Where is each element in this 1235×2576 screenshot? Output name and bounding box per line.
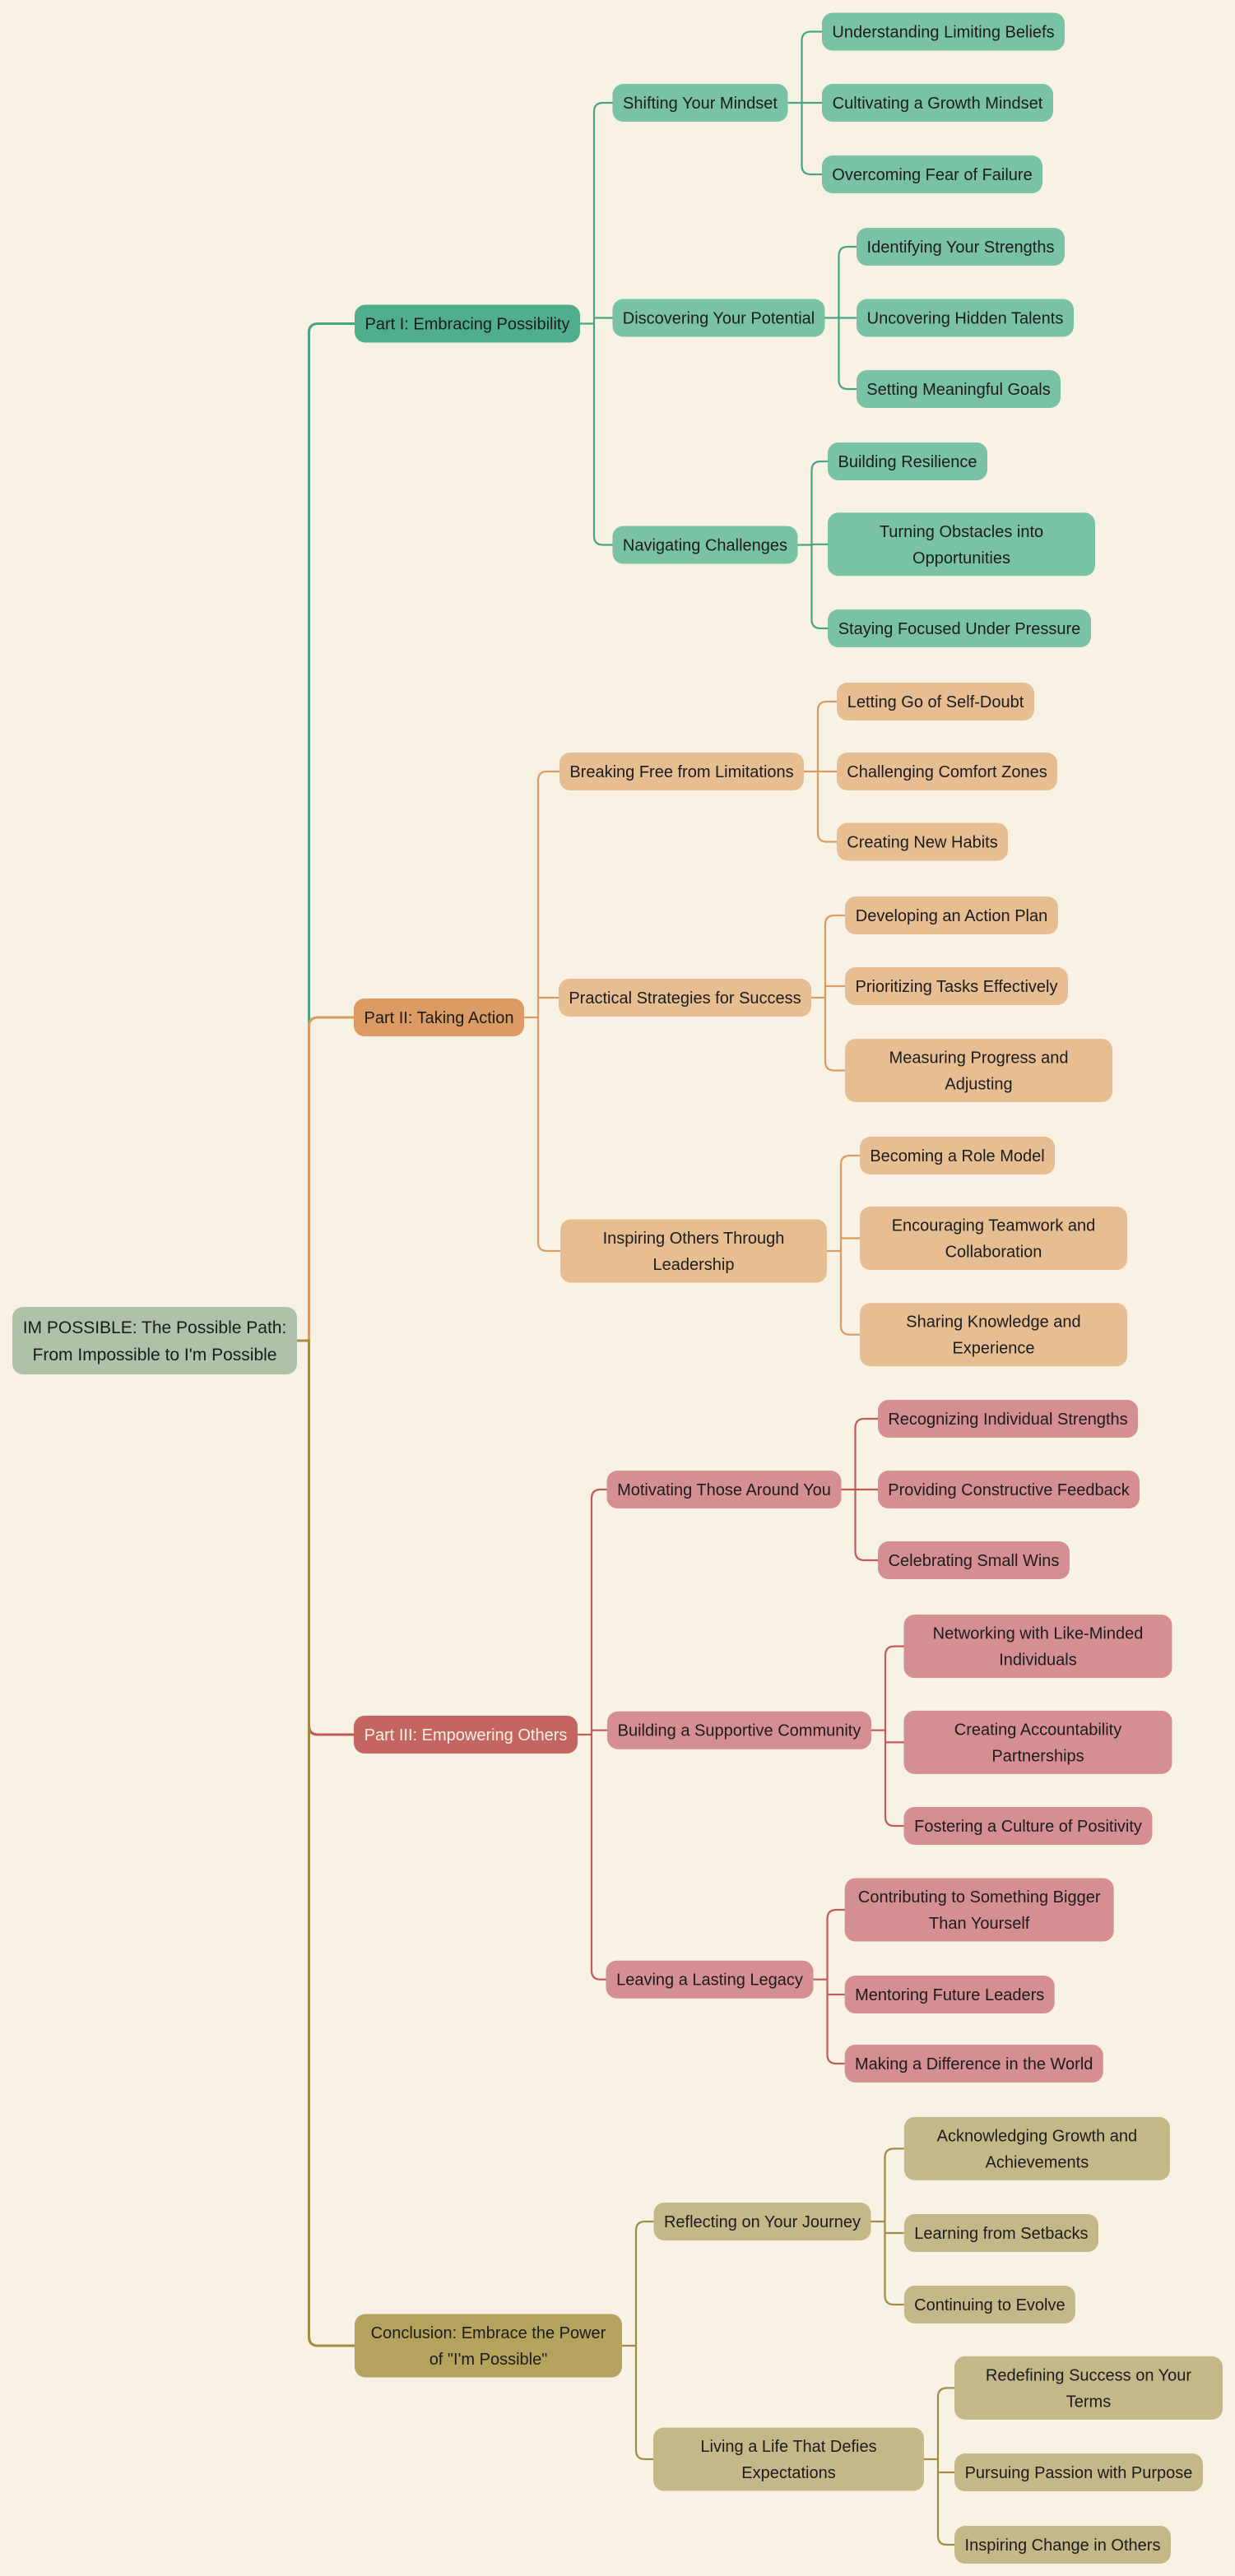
svg-text:Measuring Progress and: Measuring Progress and xyxy=(889,1049,1069,1068)
svg-text:Uncovering Hidden Talents: Uncovering Hidden Talents xyxy=(867,310,1064,328)
svg-text:Letting Go of Self-Doubt: Letting Go of Self-Doubt xyxy=(847,693,1024,711)
svg-text:Expectations: Expectations xyxy=(741,2464,836,2482)
svg-text:Opportunities: Opportunities xyxy=(912,549,1010,568)
svg-text:Celebrating Small Wins: Celebrating Small Wins xyxy=(889,1552,1060,1570)
svg-text:Overcoming Fear of Failure: Overcoming Fear of Failure xyxy=(832,166,1032,184)
svg-text:Part II: Taking Action: Part II: Taking Action xyxy=(364,1009,514,1027)
svg-text:Breaking Free from Limitations: Breaking Free from Limitations xyxy=(569,763,793,781)
svg-text:Sharing Knowledge and: Sharing Knowledge and xyxy=(906,1313,1080,1332)
svg-text:Acknowledging Growth and: Acknowledging Growth and xyxy=(937,2127,1137,2145)
svg-text:Leaving a Lasting Legacy: Leaving a Lasting Legacy xyxy=(616,1971,803,1990)
svg-text:Cultivating a Growth Mindset: Cultivating a Growth Mindset xyxy=(833,95,1043,113)
svg-text:IM POSSIBLE: The Possible Path: IM POSSIBLE: The Possible Path: xyxy=(23,1318,287,1337)
svg-text:Leadership: Leadership xyxy=(653,1256,735,1274)
svg-text:Creating New Habits: Creating New Habits xyxy=(847,834,997,852)
svg-text:Than Yourself: Than Yourself xyxy=(929,1915,1030,1933)
svg-text:Terms: Terms xyxy=(1066,2393,1111,2411)
svg-text:Collaboration: Collaboration xyxy=(945,1244,1042,1262)
svg-text:Pursuing Passion with Purpose: Pursuing Passion with Purpose xyxy=(965,2464,1193,2482)
svg-text:Understanding Limiting Beliefs: Understanding Limiting Beliefs xyxy=(832,24,1054,42)
svg-text:Making a Difference in the Wor: Making a Difference in the World xyxy=(855,2055,1093,2073)
svg-text:Shifting Your Mindset: Shifting Your Mindset xyxy=(623,95,778,113)
svg-text:Mentoring Future Leaders: Mentoring Future Leaders xyxy=(855,1986,1044,2004)
svg-text:Experience: Experience xyxy=(952,1340,1034,1358)
svg-text:Creating Accountability: Creating Accountability xyxy=(954,1721,1121,1739)
svg-text:Providing Constructive Feedbac: Providing Constructive Feedback xyxy=(888,1481,1130,1499)
svg-text:Reflecting on Your Journey: Reflecting on Your Journey xyxy=(664,2213,861,2231)
svg-text:Building a Supportive Communit: Building a Supportive Community xyxy=(618,1722,861,1740)
svg-text:Staying Focused Under Pressure: Staying Focused Under Pressure xyxy=(838,620,1081,638)
svg-text:From Impossible to I'm Possibl: From Impossible to I'm Possible xyxy=(33,1346,277,1364)
svg-text:Contributing to Something Bigg: Contributing to Something Bigger xyxy=(858,1888,1101,1907)
svg-text:Learning from Setbacks: Learning from Setbacks xyxy=(914,2225,1088,2243)
svg-text:Turning Obstacles into: Turning Obstacles into xyxy=(880,523,1043,541)
svg-text:Part I: Embracing Possibility: Part I: Embracing Possibility xyxy=(365,316,570,334)
svg-text:of "I'm Possible": of "I'm Possible" xyxy=(429,2351,548,2369)
svg-text:Challenging Comfort Zones: Challenging Comfort Zones xyxy=(847,763,1047,781)
svg-text:Inspiring Others Through: Inspiring Others Through xyxy=(603,1230,785,1248)
svg-text:Navigating Challenges: Navigating Challenges xyxy=(623,537,787,555)
svg-text:Redefining Success on Your: Redefining Success on Your xyxy=(986,2366,1192,2384)
svg-text:Encouraging Teamwork and: Encouraging Teamwork and xyxy=(892,1217,1096,1235)
svg-text:Identifying Your Strengths: Identifying Your Strengths xyxy=(867,239,1055,257)
svg-text:Adjusting: Adjusting xyxy=(945,1076,1012,1094)
svg-text:Achievements: Achievements xyxy=(986,2153,1089,2171)
svg-text:Prioritizing Tasks Effectively: Prioritizing Tasks Effectively xyxy=(855,978,1057,996)
svg-text:Developing an Action Plan: Developing an Action Plan xyxy=(856,907,1048,925)
svg-text:Inspiring Change in Others: Inspiring Change in Others xyxy=(965,2537,1161,2555)
svg-text:Building Resilience: Building Resilience xyxy=(838,453,977,471)
svg-text:Networking with Like-Minded: Networking with Like-Minded xyxy=(933,1625,1144,1643)
svg-text:Setting Meaningful Goals: Setting Meaningful Goals xyxy=(866,381,1050,399)
svg-text:Recognizing Individual Strengt: Recognizing Individual Strengths xyxy=(888,1411,1127,1429)
svg-text:Individuals: Individuals xyxy=(999,1652,1077,1670)
svg-text:Practical Strategies for Succe: Practical Strategies for Success xyxy=(569,989,801,1008)
svg-text:Conclusion: Embrace the Power: Conclusion: Embrace the Power xyxy=(371,2324,606,2342)
svg-text:Partnerships: Partnerships xyxy=(991,1747,1084,1765)
svg-text:Discovering Your Potential: Discovering Your Potential xyxy=(623,310,815,328)
svg-text:Motivating Those Around You: Motivating Those Around You xyxy=(617,1481,831,1499)
svg-text:Part III: Empowering Others: Part III: Empowering Others xyxy=(364,1726,568,1744)
svg-text:Living a Life That Defies: Living a Life That Defies xyxy=(700,2438,876,2456)
svg-text:Becoming a Role Model: Becoming a Role Model xyxy=(870,1147,1044,1165)
svg-text:Fostering a Culture of Positiv: Fostering a Culture of Positivity xyxy=(914,1818,1142,1836)
svg-text:Continuing to Evolve: Continuing to Evolve xyxy=(914,2296,1065,2314)
